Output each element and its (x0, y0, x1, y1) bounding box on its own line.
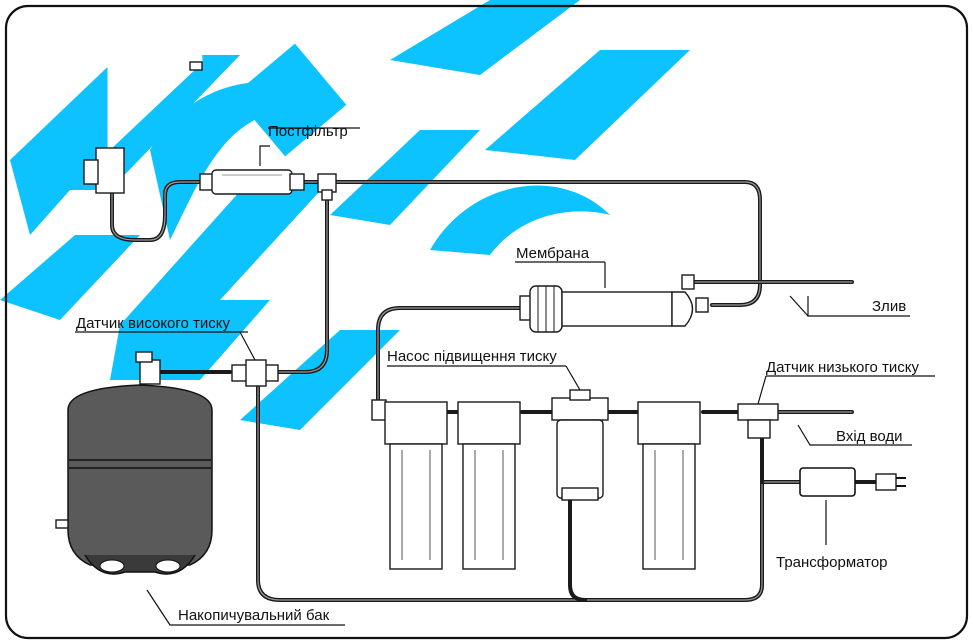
label-booster-pump: Насос підвищення тиску (387, 348, 557, 365)
label-water-inlet: Вхід води (836, 428, 903, 445)
pump-icon (551, 389, 609, 501)
label-low-pressure-sensor: Датчик низького тиску (766, 359, 920, 376)
tubing (110, 180, 880, 602)
postfilter-cartridge (199, 169, 337, 201)
label-pointers (75, 127, 935, 626)
filter-housing-2 (457, 401, 521, 570)
label-postfilter: Постфільтр (268, 123, 348, 140)
label-membrane: Мембрана (516, 245, 590, 262)
label-transformer: Трансформатор (776, 554, 888, 571)
label-drain: Злив (872, 298, 906, 315)
pressure-tank-icon (55, 351, 213, 575)
filter-housing-1 (371, 399, 448, 570)
filter-housing-3 (637, 401, 701, 570)
diagram-frame (4, 4, 969, 640)
label-high-pressure-sensor: Датчик високого тиску (76, 315, 231, 332)
power-adapter-icon (799, 467, 906, 497)
faucet-icon (83, 27, 203, 194)
label-storage-tank: Накопичувальний бак (178, 607, 330, 624)
high-pressure-sensor (231, 359, 279, 387)
watermark-logo (0, 0, 690, 430)
low-pressure-sensor (737, 403, 779, 439)
membrane-housing (519, 274, 709, 333)
